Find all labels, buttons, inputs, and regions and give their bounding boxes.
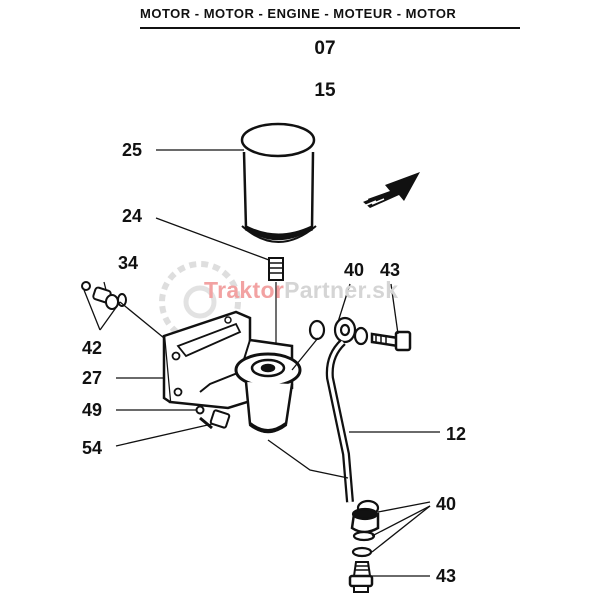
part-number-42: 42: [82, 338, 103, 358]
part-number-49: 49: [82, 400, 103, 420]
banjo-fitting-bottom: [348, 499, 380, 593]
page-header: MOTOR - MOTOR - ENGINE - MOTEUR - MOTOR: [140, 6, 520, 29]
oil-pipe: [325, 339, 354, 503]
direction-arrow-icon: [355, 172, 420, 208]
part-number-40-bottom: 40: [436, 494, 457, 514]
subgroup-code: 15: [314, 80, 336, 101]
part-number-54: 54: [82, 438, 103, 458]
part-number-25: 25: [122, 140, 143, 160]
part-number-43-bottom: 43: [436, 566, 457, 586]
bolt-54: [195, 405, 231, 430]
part-number-12: 12: [446, 424, 467, 444]
group-code: 07: [314, 38, 336, 59]
oil-filter-canister: [240, 122, 317, 243]
watermark: TraktorPartner.sk: [204, 277, 398, 304]
watermark-part1: Traktor: [204, 277, 285, 303]
part-number-34: 34: [118, 253, 139, 273]
gear-hub-icon: [183, 285, 217, 319]
leader-lines: [83, 149, 440, 577]
part-number-43-top: 43: [380, 260, 401, 280]
part-number-40-top: 40: [344, 260, 365, 280]
filter-bracket: [162, 310, 302, 434]
watermark-part2: Partner.sk: [284, 277, 399, 303]
part-number-24: 24: [122, 206, 143, 226]
banjo-fitting-top: [308, 316, 412, 352]
gear-watermark-icon: [159, 261, 241, 343]
union-fitting: [81, 281, 127, 310]
part-number-27: 27: [82, 368, 103, 388]
threaded-nipple: [268, 257, 284, 345]
